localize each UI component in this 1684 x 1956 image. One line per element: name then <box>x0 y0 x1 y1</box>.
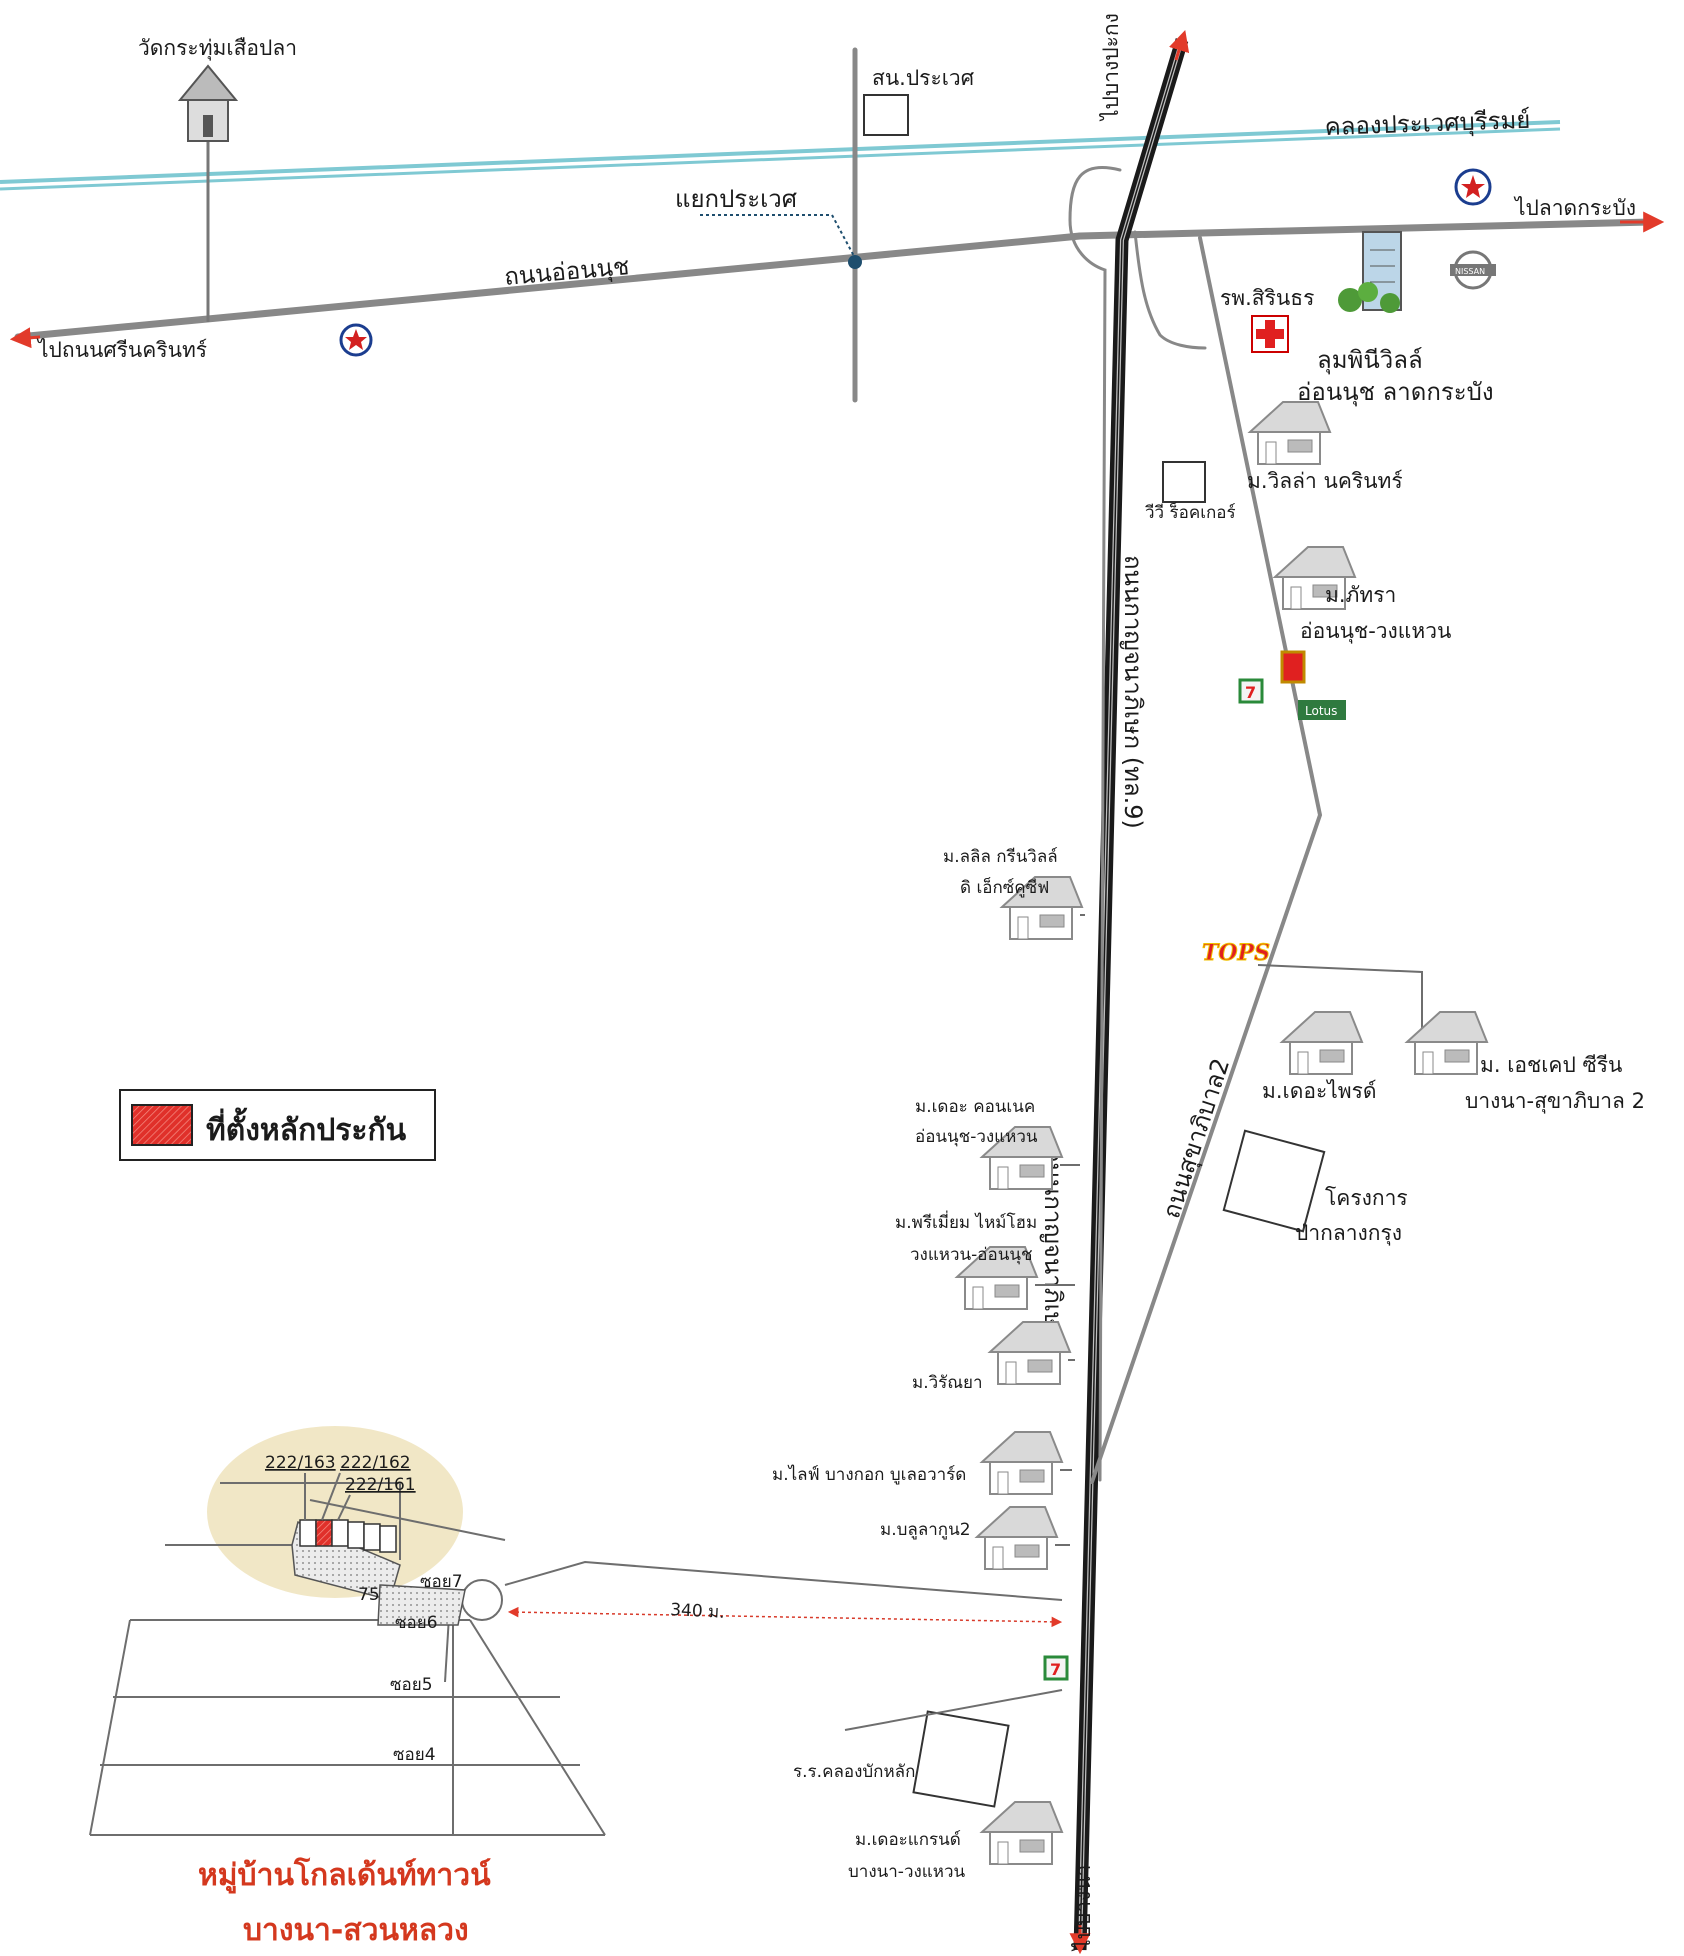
vv-rocker-box <box>1162 461 1206 503</box>
soi-label: ซอย4 <box>393 1745 436 1765</box>
village-label: ม. เอชเคป ซีรีน <box>1480 1053 1622 1077</box>
project-name-1: หมู่บ้านโกลเด้นท์ทาวน์ <box>198 1856 491 1894</box>
park-label-2: ป่ากลางกรุง <box>1295 1221 1402 1246</box>
plot-row <box>299 1519 397 1553</box>
village-label: ม.วิรัณยา <box>912 1373 983 1393</box>
arrow-west <box>9 327 41 349</box>
roundabout <box>461 1579 503 1621</box>
house-icon <box>999 876 1085 940</box>
village-label: ม.เดอะไพรด์ <box>1262 1079 1377 1103</box>
village-label: ม.ไลฟ์ บางกอก บูเลอวาร์ด <box>772 1464 966 1485</box>
house-icon <box>979 1431 1072 1495</box>
canal <box>0 120 1561 191</box>
nissan-label: NISSAN <box>1455 267 1485 276</box>
plot-area-lower <box>377 1584 466 1626</box>
distance-label: 340 ม. <box>670 1600 725 1623</box>
temple-label: วัดกระทุ่มเสือปลา <box>138 36 297 61</box>
park-project-box <box>1222 1129 1326 1233</box>
svg-text:7: 7 <box>1050 1660 1061 1679</box>
village-label: บางนา-วงแหวน <box>848 1862 965 1882</box>
to-bang-pakong-label: ไปบางปะกง <box>1099 13 1123 122</box>
tops-logo: TOPS <box>1202 940 1270 966</box>
intersection-label: แยกประเวศ <box>675 185 797 213</box>
arrow-north <box>1169 29 1190 61</box>
village-label: อ่อนนุช-วงแหวน <box>1300 619 1451 644</box>
house-icon <box>974 1506 1070 1570</box>
school-label: ร.ร.คลองบักหลัก <box>793 1762 915 1782</box>
to-lat-krabang-label: ไปลาดกระบัง <box>1513 196 1636 220</box>
village-label: ม.วิลล่า นครินทร์ <box>1247 469 1403 493</box>
house-icon <box>1404 1011 1489 1075</box>
lumpini-building-icon <box>1338 231 1402 313</box>
distance-line <box>507 1606 1063 1628</box>
village-label: ม.เดอะแกรนด์ <box>855 1830 961 1850</box>
seven-eleven-icon <box>1238 678 1264 704</box>
house-icon <box>954 1246 1075 1310</box>
gas-station-icon <box>1454 168 1492 206</box>
plot-number: 222/161 <box>345 1475 416 1495</box>
legend-swatch <box>131 1104 193 1146</box>
kanchanaphisek-motorway <box>1069 29 1190 1955</box>
shop-icon <box>1280 650 1306 684</box>
district-office-label: สน.ประเวศ <box>872 66 975 90</box>
house-icon <box>1272 546 1357 610</box>
village-houses <box>954 401 1489 1865</box>
temple-icon <box>177 64 239 322</box>
soi-label: ซอย7 <box>420 1572 463 1592</box>
village-label: วงแหวน-อ่อนนุช <box>910 1245 1033 1265</box>
legend: ที่ตั้งหลักประกัน <box>119 1089 436 1161</box>
soi-label: ซอย6 <box>395 1613 438 1633</box>
motorway-label: ถนนกาญจนาภิเษก (ทล.9) <box>1119 555 1147 829</box>
collateral-plot <box>315 1519 333 1547</box>
village-label: อ่อนนุช-วงแหวน <box>915 1127 1038 1147</box>
school-box <box>912 1710 1010 1808</box>
village-label: ม.บลูลากูน2 <box>880 1520 971 1540</box>
svg-text:7: 7 <box>1245 683 1256 702</box>
sukhaphiban2-road <box>1090 236 1323 1484</box>
project-road-network <box>89 1482 1063 1836</box>
lotus-icon <box>1298 700 1346 720</box>
house-icon <box>987 1321 1075 1385</box>
village-label: ม.ภัทรา <box>1325 583 1396 607</box>
lumpini-label-1: ลุมพินีวิลล์ <box>1317 346 1423 375</box>
canal-label: คลองประเวศบุรีรมย์ <box>1324 106 1531 142</box>
vv-rocker-label: วีวี ร็อคเกอร์ <box>1145 501 1236 523</box>
plot-number-collateral: 222/162 <box>340 1453 411 1473</box>
nissan-icon <box>1450 250 1496 290</box>
sukhaphiban2-label: ถนนสุขาภิบาล2 <box>1157 1055 1236 1222</box>
village-label: ม.ลลิล กรีนวิลล์ <box>943 847 1058 867</box>
intersection-dot <box>848 255 862 269</box>
legend-label: ที่ตั้งหลักประกัน <box>206 1107 407 1148</box>
house-icon <box>1247 401 1332 465</box>
house-icon <box>1279 1011 1364 1075</box>
soi-label: ซอย5 <box>390 1675 433 1695</box>
intersection-pointer <box>700 214 856 259</box>
tops-branch-road <box>1257 964 1423 1040</box>
onnut-road <box>9 211 1665 349</box>
plot-number: 222/163 <box>265 1453 336 1473</box>
house-icon <box>979 1801 1064 1865</box>
lumpini-label-2: อ่อนนุช ลาดกระบัง <box>1297 378 1494 407</box>
to-bang-na-label: ไปบางนา <box>1071 1865 1095 1952</box>
house-icon <box>979 1126 1080 1190</box>
village-label: ดิ เอ็กซ์คูซีฟ <box>960 876 1049 898</box>
distance-label: 75 <box>358 1585 380 1605</box>
village-label: ม.พรีเมี่ยม ไหม์โฮม <box>895 1210 1037 1233</box>
village-label: บางนา-สุขาภิบาล 2 <box>1465 1089 1645 1114</box>
seven-eleven-icon <box>1043 1655 1069 1681</box>
district-office-box <box>863 94 909 136</box>
gas-station-icon <box>339 323 373 357</box>
village-label: ม.เดอะ คอนเนค <box>915 1097 1035 1117</box>
lotus-label: Lotus <box>1305 704 1337 718</box>
to-srinakarin-label: ไปถนนศรีนครินทร์ <box>36 338 207 362</box>
park-label-1: โครงการ <box>1325 1186 1408 1210</box>
project-name-2: บางนา-สวนหลวง <box>243 1913 469 1948</box>
hospital-label: รพ.สิรินธร <box>1220 286 1314 310</box>
